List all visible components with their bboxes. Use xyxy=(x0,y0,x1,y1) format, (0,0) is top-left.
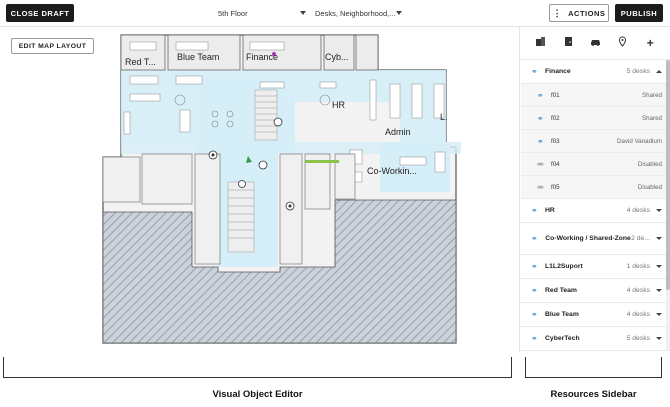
chevron-down-icon[interactable] xyxy=(656,237,662,240)
link-icon: ⚭ xyxy=(531,67,538,76)
room-label-l1l2: L. xyxy=(440,112,448,122)
link-icon: ⚭ xyxy=(531,286,538,295)
item-name: f01 xyxy=(551,91,560,99)
list-item[interactable]: ⚭ f03 David Vanadium xyxy=(521,130,670,153)
list-item[interactable]: ⚭ f01 Shared xyxy=(521,84,670,107)
link-icon: ⚭ xyxy=(531,262,538,271)
group-hr[interactable]: ⚭ HR 4 desks xyxy=(521,199,670,223)
group-blue-team[interactable]: ⚭ Blue Team 4 desks xyxy=(521,303,670,327)
room-label-admin: Admin xyxy=(385,127,411,137)
group-name: CyberTech xyxy=(545,335,580,342)
chevron-up-icon[interactable] xyxy=(656,70,662,73)
unlink-icon: ⚮ xyxy=(537,182,544,192)
group-name: HR xyxy=(545,207,555,214)
group-name: Co-Working / Shared-Zone xyxy=(545,234,631,242)
room-label-hr: HR xyxy=(332,100,345,110)
chevron-down-icon[interactable] xyxy=(656,313,662,316)
actions-button-label: ACTIONS xyxy=(568,8,606,18)
filter-dropdown-value: Desks, Neighborhood,... xyxy=(315,8,396,18)
chevron-down-icon xyxy=(300,11,306,15)
list-item[interactable]: ⚮ f04 Disabled xyxy=(521,153,670,176)
link-icon: ⚭ xyxy=(531,234,538,243)
item-status: Shared xyxy=(642,114,662,122)
building-icon[interactable] xyxy=(534,36,548,50)
item-name: f04 xyxy=(551,160,560,168)
room-label-blue-team: Blue Team xyxy=(177,52,219,62)
list-item[interactable]: ⚭ f02 Shared xyxy=(521,107,670,130)
floor-dropdown-value: 5th Floor xyxy=(218,8,248,18)
caption-visual-object-editor: Visual Object Editor xyxy=(212,389,303,400)
link-icon: ⚭ xyxy=(537,136,544,146)
link-icon: ⚭ xyxy=(531,206,538,215)
resources-sidebar: + ⚭ Finance 5 desks ⚭ f01 Shared ⚭ f02 S… xyxy=(521,27,670,352)
item-name: f02 xyxy=(551,114,560,122)
link-icon: ⚭ xyxy=(537,113,544,123)
link-icon: ⚭ xyxy=(531,310,538,319)
room-label-cybertech: Cyb... xyxy=(325,52,349,62)
floor-plan-map[interactable]: Red T... Blue Team Finance Cyb... HR Adm… xyxy=(100,32,465,347)
actions-button[interactable]: ⋮ ACTIONS xyxy=(549,4,609,22)
group-finance[interactable]: ⚭ Finance 5 desks xyxy=(521,60,670,84)
filter-dropdown[interactable]: Desks, Neighborhood,... xyxy=(315,6,402,20)
group-name: Blue Team xyxy=(545,311,579,318)
item-status: Disabled xyxy=(637,183,662,191)
plus-icon[interactable]: + xyxy=(646,36,654,50)
group-name: Finance xyxy=(545,68,571,75)
editor-bracket xyxy=(3,357,512,378)
chevron-down-icon[interactable] xyxy=(656,337,662,340)
caption-resources-sidebar: Resources Sidebar xyxy=(550,389,637,400)
group-co-working[interactable]: ⚭ Co-Working / Shared-Zone 2 de... xyxy=(521,223,670,255)
close-draft-button[interactable]: CLOSE DRAFT xyxy=(6,4,74,22)
location-pin-icon[interactable] xyxy=(616,36,630,50)
group-l1l2suport[interactable]: ⚭ L1L2Suport 1 desks xyxy=(521,255,670,279)
group-count: 4 desks xyxy=(626,287,650,294)
item-name: f03 xyxy=(551,137,560,145)
room-label-finance: Finance xyxy=(246,52,278,62)
chevron-down-icon xyxy=(396,11,402,15)
sidebar-bracket xyxy=(525,357,662,378)
group-count: 1 desks xyxy=(626,263,650,270)
edit-map-layout-button[interactable]: EDIT MAP LAYOUT xyxy=(11,38,94,54)
group-count: 4 desks xyxy=(626,207,650,214)
list-item[interactable]: ⚮ f05 Disabled xyxy=(521,176,670,199)
group-count: 5 desks xyxy=(626,68,650,75)
visual-object-editor[interactable]: EDIT MAP LAYOUT xyxy=(0,27,520,352)
item-status: David Vanadium xyxy=(617,137,662,145)
group-count: 5 desks xyxy=(626,335,650,342)
vertical-ellipsis-icon: ⋮ xyxy=(552,7,563,18)
sidebar-scrollbar-thumb[interactable] xyxy=(666,60,670,290)
room-label-co-working: Co-Workin... xyxy=(367,166,417,176)
unlink-icon: ⚮ xyxy=(537,159,544,169)
item-status: Disabled xyxy=(637,160,662,168)
publish-button[interactable]: PUBLISH xyxy=(615,4,663,22)
group-count: 4 desks xyxy=(626,311,650,318)
floor-dropdown[interactable]: 5th Floor xyxy=(218,6,306,20)
group-name: L1L2Suport xyxy=(545,263,583,270)
group-cybertech[interactable]: ⚭ CyberTech 5 desks xyxy=(521,327,670,351)
chevron-down-icon[interactable] xyxy=(656,289,662,292)
item-name: f05 xyxy=(551,183,560,191)
chevron-down-icon[interactable] xyxy=(656,209,662,212)
sidebar-tabs: + xyxy=(521,27,670,60)
group-red-team[interactable]: ⚭ Red Team 4 desks xyxy=(521,279,670,303)
group-count: 2 de... xyxy=(631,235,650,242)
group-name: Red Team xyxy=(545,287,577,294)
door-icon[interactable] xyxy=(561,36,575,50)
item-status: Shared xyxy=(642,91,662,99)
link-icon: ⚭ xyxy=(531,334,538,343)
link-icon: ⚭ xyxy=(537,90,544,100)
room-label-red-team: Red T... xyxy=(125,57,156,67)
chevron-down-icon[interactable] xyxy=(656,265,662,268)
top-toolbar: CLOSE DRAFT 5th Floor Desks, Neighborhoo… xyxy=(0,0,670,27)
car-icon[interactable] xyxy=(588,36,602,50)
